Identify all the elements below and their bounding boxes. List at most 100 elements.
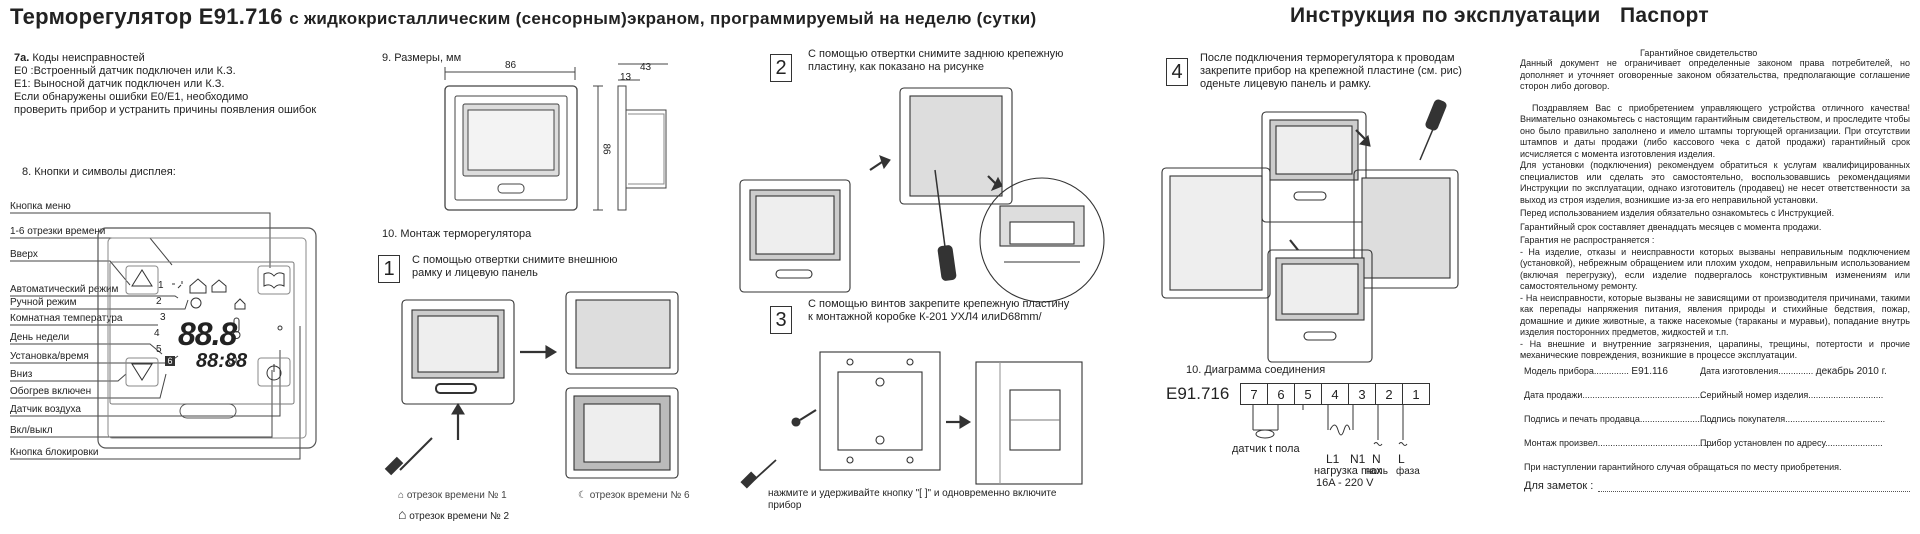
step3-number: 3	[770, 306, 792, 334]
label-weekday: День недели	[10, 332, 70, 343]
warranty-paragraph: - На неисправности, которые вызваны не з…	[1520, 292, 1910, 338]
error-line: E1: Выносной датчик подключен или К.З.	[14, 78, 225, 90]
step4-text: закрепите прибор на крепежной пластине (…	[1200, 65, 1462, 77]
house-icon: ⌂	[398, 506, 407, 522]
label-up: Вверх	[10, 249, 38, 260]
label-air-sensor: Датчик воздуха	[10, 404, 81, 415]
terminal: 4	[1321, 383, 1349, 405]
label-heating-on: Обогрев включен	[10, 386, 92, 397]
warranty-paragraph: Гарантийный срок составляет двенадцать м…	[1520, 221, 1822, 232]
terminal: 6	[1267, 383, 1295, 405]
moon-icon: ☾	[578, 490, 587, 501]
display-time-digits: 88:88	[196, 350, 248, 372]
label-time-segments: 1-6 отрезки времени	[10, 226, 106, 237]
header-instruction: Инструкция по эксплуатации	[1290, 4, 1601, 27]
error-line: E0 :Встроенный датчик подключен или К.З.	[14, 65, 236, 77]
segment-number: 2	[156, 296, 162, 307]
error-line: Если обнаружены ошибки E0/E1, необходимо	[14, 91, 249, 103]
warranty-paragraph: Поздравляем Вас с приобретением управляю…	[1520, 102, 1910, 159]
label-down: Вниз	[10, 369, 33, 380]
label-room-temp: Комнатная температура	[10, 313, 123, 324]
field-model: Модель прибора.............. E91.116	[1524, 366, 1668, 377]
header-passport: Паспорт	[1620, 4, 1709, 27]
step3-text: С помощью винтов закрепите крепежную пла…	[808, 298, 1070, 310]
field-serial-number[interactable]: Серийный номер изделия..................…	[1700, 390, 1884, 400]
wiring-load-1: нагрузка max	[1314, 465, 1382, 477]
wiring-l: L	[1398, 452, 1405, 466]
step1-number: 1	[378, 255, 400, 283]
warranty-paragraph: - На изделие, отказы и неисправности кот…	[1520, 246, 1910, 292]
segment-number: 4	[154, 328, 160, 339]
notes-label: Для заметок :	[1524, 480, 1594, 492]
warranty-case-note: При наступлении гарантийного случая обра…	[1524, 462, 1842, 472]
dim-depth: 43	[640, 62, 652, 73]
segment-number: 6	[165, 356, 175, 366]
step2-text: пластину, как показано на рисунке	[808, 61, 984, 73]
step1-text: С помощью отвертки снимите внешнюю	[412, 254, 618, 266]
wiring-model: E91.716	[1166, 384, 1230, 403]
warranty-paragraph: - На внешние и внутренние загрязнения, ц…	[1520, 338, 1910, 361]
warranty-paragraph: Для установки (подключения) рекомендуем …	[1520, 160, 1910, 205]
error-line: проверить прибор и устранить причины поя…	[14, 104, 317, 116]
wiring-load-2: 16A - 220 V	[1316, 477, 1374, 489]
dim-height: 86	[600, 143, 612, 155]
step4-number: 4	[1166, 58, 1188, 86]
warranty-paragraph: Данный документ не ограничивает определе…	[1520, 58, 1910, 91]
mounting-bottom-note: прибор	[768, 500, 802, 511]
terminal-block: 7 6 5 4 3 2 1	[1240, 383, 1430, 405]
wiring-n1: N1	[1350, 452, 1366, 466]
dim-frame: 13	[620, 72, 632, 83]
field-install-address[interactable]: Прибор установлен по адресу.............…	[1700, 438, 1883, 448]
mounting-heading: 10. Монтаж терморегулятора	[382, 228, 532, 240]
terminal: 7	[1240, 383, 1268, 405]
step1-text: рамку и лицевую панель	[412, 267, 538, 279]
wiring-phase: фаза	[1396, 466, 1420, 477]
step4-text: оденьте лицевую панель и рамку.	[1200, 78, 1372, 90]
wiring-heading: 10. Диаграмма соединения	[1186, 364, 1326, 376]
label-menu-button: Кнопка меню	[10, 201, 71, 212]
label-lock-button: Кнопка блокировки	[10, 447, 99, 458]
wiring-n: N	[1372, 452, 1381, 466]
label-power: Вкл/выкл	[10, 425, 53, 436]
step2-number: 2	[770, 54, 792, 82]
warranty-paragraph: Гарантия не распространяется :	[1520, 235, 1655, 245]
segment-number: 1	[158, 280, 164, 291]
legend-seg6: ☾ отрезок времени № 6	[578, 490, 690, 501]
notes-line[interactable]	[1598, 490, 1910, 492]
errors-heading: 7а. Коды неисправностей	[14, 52, 145, 64]
mounting-bottom-note: нажмите и удерживайте кнопку "[ ]" и одн…	[768, 488, 1057, 499]
field-sale-date[interactable]: Дата продажи............................…	[1524, 390, 1705, 400]
step4-text: После подключения терморегулятора к пров…	[1200, 52, 1455, 64]
warranty-body: Данный документ не ограничивает определе…	[1520, 58, 1910, 362]
wiring-zero: ноль	[1366, 466, 1388, 477]
label-auto-mode: Автоматический режим	[10, 284, 119, 295]
terminal: 5	[1294, 383, 1322, 405]
terminal: 2	[1375, 383, 1403, 405]
terminal: 3	[1348, 383, 1376, 405]
wiring-l1: L1	[1326, 452, 1340, 466]
page-header: Терморегулятор E91.716 с жидкокристаллич…	[10, 4, 1036, 30]
legend-seg2: ⌂ отрезок времени № 2	[398, 506, 510, 522]
field-manufacture-date: Дата изготовления.............. декабрь …	[1700, 366, 1887, 377]
label-manual-mode: Ручной режим	[10, 297, 77, 308]
display-temperature-digits: 88.8	[178, 316, 237, 352]
field-model-value: E91.116	[1631, 366, 1668, 377]
step3-text: к монтажной коробке К-201 УХЛ4 илиD68mm/	[808, 311, 1042, 323]
header-title-bold: Терморегулятор E91.716	[10, 4, 283, 29]
field-buyer-signature[interactable]: Подпись покупателя......................…	[1700, 414, 1886, 424]
dim-width: 86	[505, 60, 517, 71]
wiring-sensor-label: датчик t пола	[1232, 443, 1300, 455]
field-seller-signature[interactable]: Подпись и печать продавца...............…	[1524, 414, 1715, 424]
terminal: 1	[1402, 383, 1430, 405]
step2-text: С помощью отвертки снимите заднюю крепеж…	[808, 48, 1064, 60]
house-icon: ⌂	[398, 490, 405, 501]
field-installer[interactable]: Монтаж произвел.........................…	[1524, 438, 1713, 448]
label-set-time: Установка/время	[10, 351, 89, 362]
header-title-rest: с жидкокристаллическим (сенсорным)экрано…	[289, 9, 1037, 28]
warranty-title: Гарантийное свидетельство	[1640, 48, 1758, 58]
warranty-paragraph: Перед использованием изделия обязательно…	[1520, 208, 1835, 218]
dimensions-heading: 9. Размеры, мм	[382, 52, 462, 64]
buttons-heading: 8. Кнопки и символы дисплея:	[22, 166, 176, 178]
field-manufacture-value: декабрь 2010 г.	[1815, 366, 1887, 377]
segment-number: 3	[160, 312, 166, 323]
